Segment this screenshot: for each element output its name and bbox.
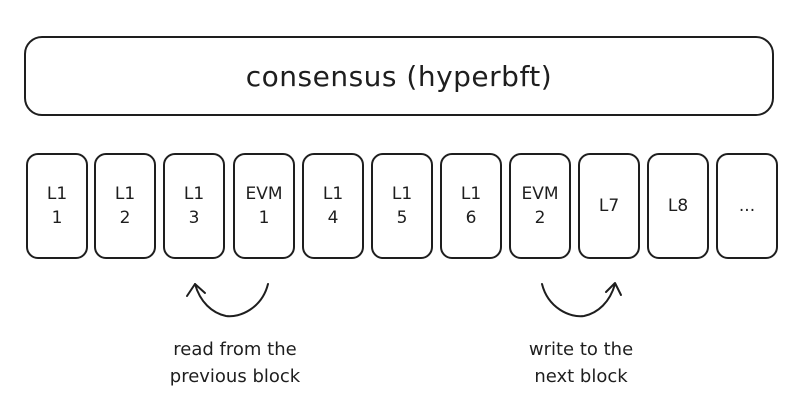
block-evm-1: EVM 1	[233, 153, 295, 259]
block-number-label: 5	[396, 208, 408, 228]
block-type-label: EVM	[521, 184, 559, 204]
write-annotation-line1: write to the	[528, 339, 634, 360]
block-ellipsis: ...	[716, 153, 778, 259]
block-evm-2: EVM 2	[509, 153, 571, 259]
block-l1-3: L1 3	[163, 153, 225, 259]
block-type-label: EVM	[245, 184, 283, 204]
block-type-label: ...	[738, 196, 756, 216]
block-number-label: 2	[119, 208, 131, 228]
consensus-box: consensus (hyperbft)	[24, 36, 774, 116]
read-arrowhead-icon	[186, 283, 206, 297]
block-type-label: L1	[183, 184, 205, 204]
block-type-label: L1	[46, 184, 68, 204]
block-type-label: L1	[322, 184, 344, 204]
block-number-label: 6	[465, 208, 477, 228]
block-number-label: 1	[258, 208, 270, 228]
read-arrow	[194, 283, 269, 318]
block-type-label: L8	[667, 196, 689, 216]
write-arrow	[541, 283, 616, 318]
consensus-label: consensus (hyperbft)	[245, 59, 553, 93]
read-annotation: read from the previous block	[125, 336, 345, 390]
block-l7: L7	[578, 153, 640, 259]
block-number-label: 1	[51, 208, 63, 228]
block-l1-4: L1 4	[302, 153, 364, 259]
read-annotation-line1: read from the	[173, 339, 297, 360]
block-type-label: L1	[460, 184, 482, 204]
write-arrowhead-icon	[605, 282, 622, 296]
block-l1-1: L1 1	[26, 153, 88, 259]
block-type-label: L1	[391, 184, 413, 204]
block-type-label: L7	[598, 196, 620, 216]
read-annotation-line2: previous block	[169, 366, 301, 387]
block-l1-5: L1 5	[371, 153, 433, 259]
block-number-label: 4	[327, 208, 339, 228]
write-annotation: write to the next block	[471, 336, 691, 390]
write-annotation-line2: next block	[534, 366, 628, 387]
block-l8: L8	[647, 153, 709, 259]
block-l1-2: L1 2	[94, 153, 156, 259]
block-l1-6: L1 6	[440, 153, 502, 259]
block-number-label: 2	[534, 208, 546, 228]
block-number-label: 3	[188, 208, 200, 228]
block-type-label: L1	[114, 184, 136, 204]
